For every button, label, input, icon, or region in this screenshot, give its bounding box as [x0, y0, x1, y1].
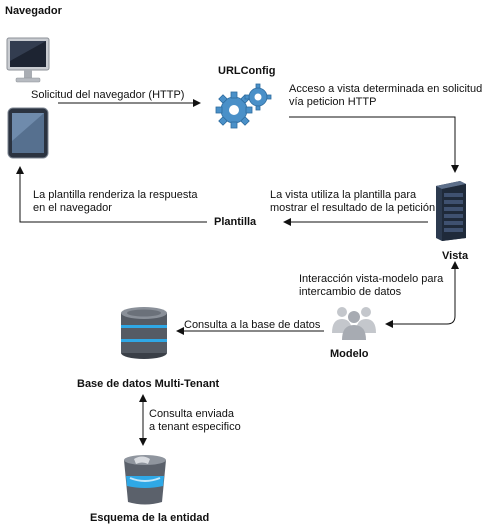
node-base-datos-label: Base de datos Multi-Tenant	[77, 378, 220, 390]
database-icon	[121, 307, 167, 359]
server-icon	[436, 181, 466, 241]
edge-acceso-label-1: Acceso a vista determinada en solicitud	[289, 83, 483, 95]
node-vista-label: Vista	[442, 250, 469, 262]
edge-interaccion-label-1: Interacción vista-modelo para	[299, 273, 444, 285]
edge-interaccion-label-2: intercambio de datos	[299, 286, 402, 298]
arrow-renderiza	[16, 166, 207, 223]
monitor-icon	[6, 37, 50, 83]
tablet-icon	[7, 107, 49, 159]
edge-renderiza-label-2: en el navegador	[33, 202, 112, 214]
edge-consulta-bd-label: Consulta a la base de datos	[184, 319, 321, 331]
bucket-icon	[124, 455, 166, 505]
gears-icon	[215, 83, 272, 129]
arrow-acceso	[289, 116, 459, 173]
edge-solicitud-label: Solicitud del navegador (HTTP)	[31, 89, 185, 101]
node-esquema-label: Esquema de la entidad	[90, 512, 210, 524]
edge-consulta-tenant-label-2: a tenant especifico	[149, 421, 241, 433]
node-modelo-label: Modelo	[330, 348, 369, 360]
edge-vista-plantilla-label-1: La vista utiliza la plantilla para	[270, 189, 417, 201]
edge-consulta-tenant-label-1: Consulta enviada	[149, 408, 235, 420]
edge-vista-plantilla-label-2: mostrar el resultado de la petición	[270, 202, 436, 214]
arrow-interaccion	[385, 261, 459, 328]
edge-acceso-label-2: vía peticion HTTP	[289, 96, 377, 108]
node-plantilla-label: Plantilla	[214, 216, 257, 228]
users-icon	[332, 307, 376, 340]
node-urlconfig-label: URLConfig	[218, 65, 276, 77]
node-navegador-label: Navegador	[5, 5, 62, 17]
edge-renderiza-label-1: La plantilla renderiza la respuesta	[33, 189, 198, 201]
